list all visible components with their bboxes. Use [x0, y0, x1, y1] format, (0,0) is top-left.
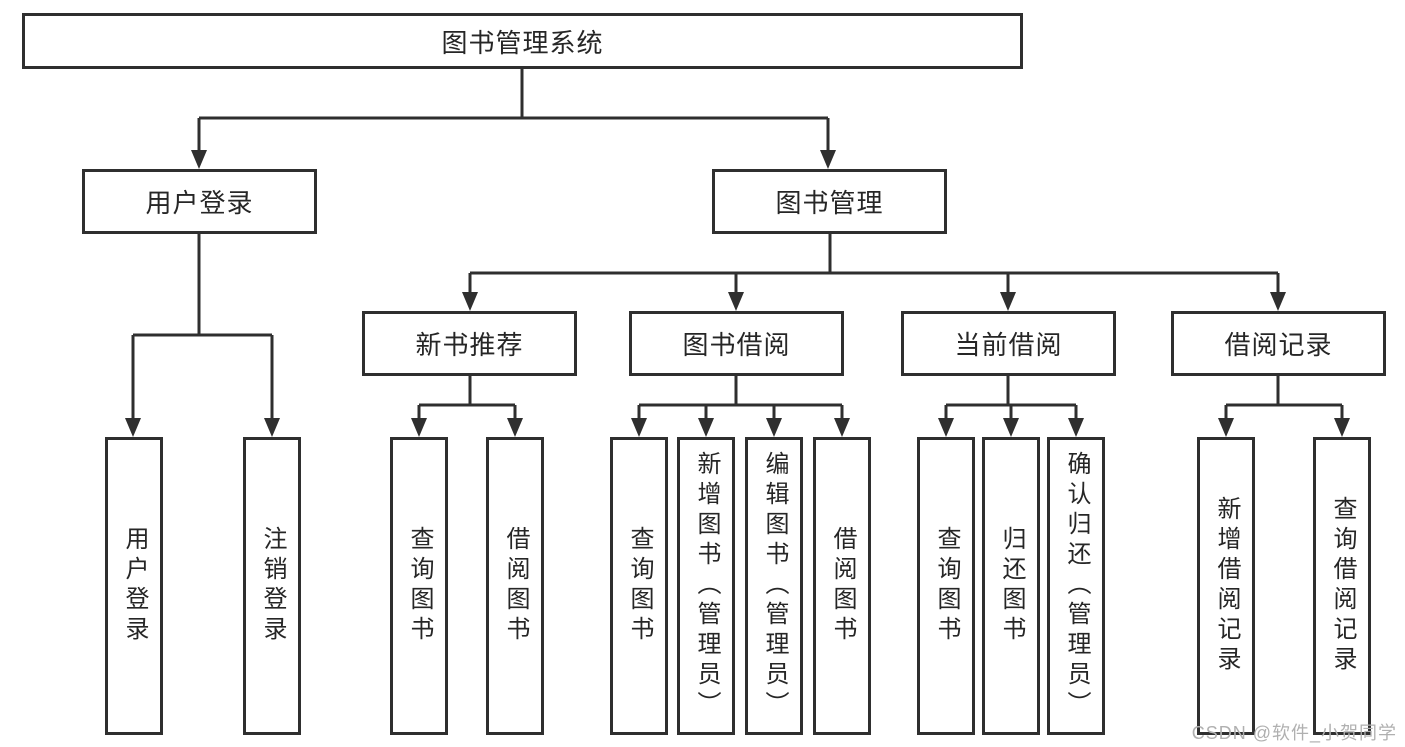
node-new-book-recommend: 新书推荐 — [362, 311, 577, 376]
node-current-borrowing: 当前借阅 — [901, 311, 1116, 376]
leaf-newrec-query-books: 查询图书 — [390, 437, 448, 735]
leaf-user-login: 用户登录 — [105, 437, 163, 735]
leaf-records-query-record: 查询借阅记录 — [1313, 437, 1371, 735]
leaf-records-add-record: 新增借阅记录 — [1197, 437, 1255, 735]
leaf-current-confirm-return-admin: 确认归还（管理员） — [1047, 437, 1105, 735]
node-book-borrowing: 图书借阅 — [629, 311, 844, 376]
leaf-borrow-edit-books-admin: 编辑图书（管理员） — [745, 437, 803, 735]
node-book-management: 图书管理 — [712, 169, 947, 234]
csdn-watermark: CSDN @软件_小贺同学 — [1191, 723, 1397, 743]
leaf-logout: 注销登录 — [243, 437, 301, 735]
node-user-login-branch: 用户登录 — [82, 169, 317, 234]
leaf-current-return-books: 归还图书 — [982, 437, 1040, 735]
leaf-borrow-add-books-admin: 新增图书（管理员） — [677, 437, 735, 735]
leaf-borrow-query-books: 查询图书 — [610, 437, 668, 735]
leaf-newrec-borrow-books: 借阅图书 — [486, 437, 544, 735]
node-borrow-records: 借阅记录 — [1171, 311, 1386, 376]
leaf-borrow-borrow-books: 借阅图书 — [813, 437, 871, 735]
node-root-title: 图书管理系统 — [22, 13, 1023, 69]
leaf-current-query-books: 查询图书 — [917, 437, 975, 735]
